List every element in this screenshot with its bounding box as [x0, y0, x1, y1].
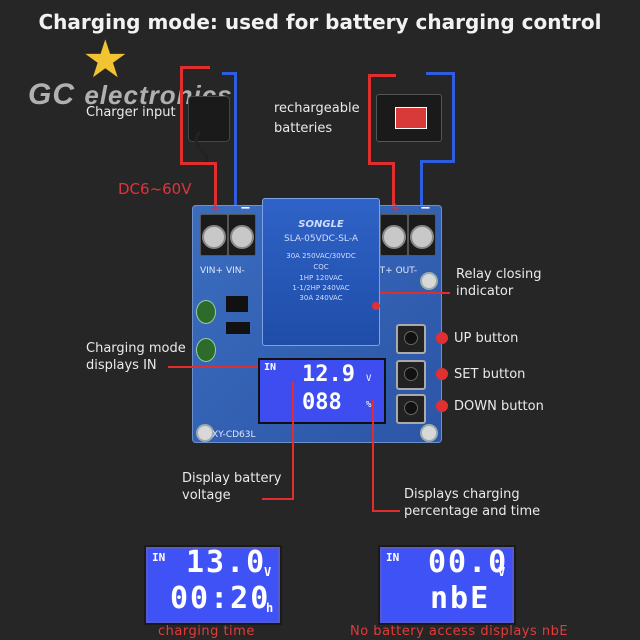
callout-dot: [436, 332, 448, 344]
battery-icon: [376, 94, 442, 142]
pct-callout-vline: [372, 400, 374, 512]
battery-wire-red: [368, 74, 371, 164]
mount-hole: [420, 424, 438, 442]
capacitor: [196, 300, 216, 324]
board-lcd: IN 12.9 V 088 %: [258, 358, 386, 424]
charging-mode-label: Charging mode displays IN: [86, 341, 186, 373]
battery-wire-blue-h: [420, 160, 455, 163]
out-minus-terminal[interactable]: [408, 214, 436, 256]
mount-hole: [196, 424, 214, 442]
relay-indicator-led: [372, 302, 380, 310]
out-label: OUT+ OUT-: [366, 266, 418, 276]
input-wire-red: [180, 66, 183, 164]
charging-time-display: IN 13.0 V 00:20 h: [144, 545, 282, 625]
voltage-callout-vline: [292, 382, 294, 500]
charger-input-label: Charger input: [86, 105, 176, 120]
charger-adapter-icon: [188, 96, 230, 142]
set-button[interactable]: [396, 360, 426, 390]
input-wire-red-v: [214, 162, 217, 214]
pct-callout-hline: [372, 510, 400, 512]
relay-callout-line: [380, 292, 450, 294]
voltage-callout-hline: [262, 498, 294, 500]
display-voltage-label: Display battery voltage: [182, 471, 282, 503]
board-model: XY-CD63L: [212, 430, 256, 440]
no-battery-display: IN 00.0 V nbE: [378, 545, 516, 625]
up-button[interactable]: [396, 324, 426, 354]
dc-range-label: DC6~60V: [118, 180, 192, 198]
no-battery-caption: No battery access displays nbE: [350, 624, 569, 639]
display-pct-label: Displays charging percentage and time: [404, 487, 541, 519]
vin-minus-sign: −: [240, 201, 251, 216]
input-wire-red-top: [180, 66, 210, 69]
up-button-label: UP button: [454, 331, 519, 346]
out-plus-sign: +: [390, 201, 401, 216]
mount-hole: [420, 272, 438, 290]
star-icon: ★: [82, 30, 129, 90]
battery-wire-red-h: [368, 162, 394, 165]
charging-mode-callout-line: [168, 366, 258, 368]
input-wire-blue: [234, 72, 237, 214]
battery-wire-red-v: [392, 162, 395, 214]
battery-wire-blue: [452, 72, 455, 162]
input-wire-blue-top: [222, 72, 236, 75]
callout-dot: [436, 368, 448, 380]
set-button-label: SET button: [454, 367, 526, 382]
out-plus-terminal[interactable]: [380, 214, 408, 256]
out-minus-sign: −: [420, 201, 431, 216]
rechargeable-label: rechargeable: [274, 101, 360, 116]
battery-wire-blue-top: [426, 72, 454, 75]
relay: SONGLE SLA-05VDC-SL-A 30A 250VAC/30VDC C…: [262, 198, 380, 346]
callout-dot: [436, 400, 448, 412]
vin-label: VIN+ VIN-: [200, 266, 245, 276]
page-title: Charging mode: used for battery charging…: [38, 10, 602, 34]
vin-plus-sign: +: [210, 201, 221, 216]
ic-chip: [226, 322, 250, 334]
relay-indicator-label: Relay closing indicator: [456, 267, 542, 299]
batteries-label: batteries: [274, 121, 333, 136]
ic-chip: [226, 296, 248, 312]
capacitor: [196, 338, 216, 362]
battery-wire-red-top: [368, 74, 396, 77]
charging-time-caption: charging time: [158, 624, 255, 639]
down-button-label: DOWN button: [454, 399, 544, 414]
charger-cable-icon: [194, 130, 209, 166]
vin-minus-terminal[interactable]: [228, 214, 256, 256]
down-button[interactable]: [396, 394, 426, 424]
vin-plus-terminal[interactable]: [200, 214, 228, 256]
input-wire-red-h: [180, 162, 216, 165]
battery-wire-blue-v: [420, 160, 423, 214]
